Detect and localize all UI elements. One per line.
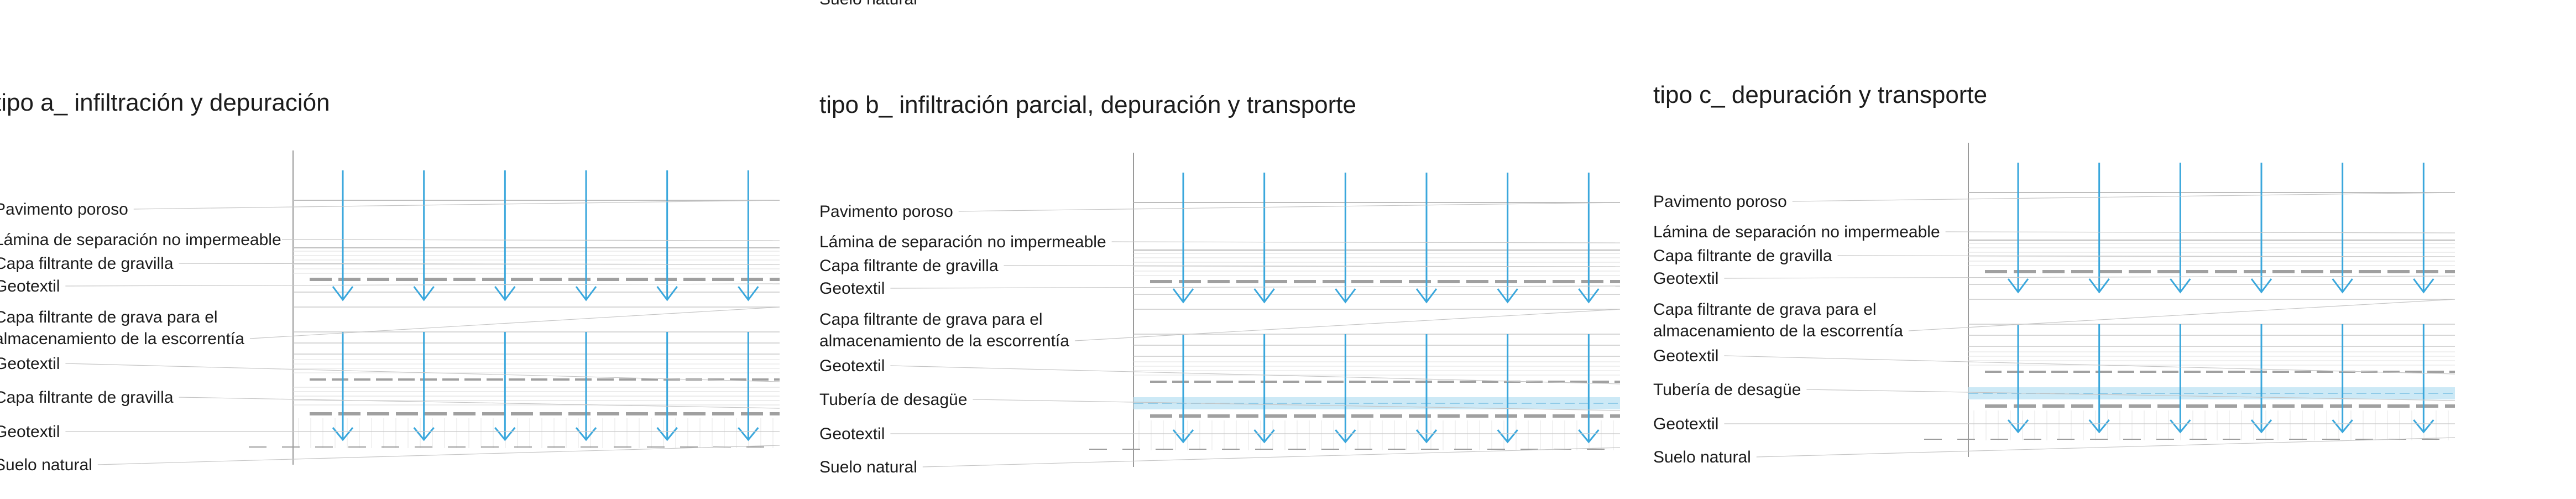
leader-line [1724,355,2455,375]
layer-label: Pavimento poroso [1653,193,1787,211]
layer-label: Geotextil [1653,347,1718,365]
layer-label: Capa filtrante de grava para el [0,308,218,326]
layer-label: Geotextil [1653,415,1718,433]
leader-line [958,202,1621,212]
arrow-head [1335,288,1356,304]
layer-label: Suelo natural [819,458,917,476]
top-caption: Suelo natural [819,0,917,8]
layer-label: Capa filtrante de gravilla [1653,247,1832,265]
arrow-head [2332,278,2353,294]
leader-line [97,445,780,465]
layer-label: Capa filtrante de grava para el [1653,300,1877,319]
leader-line [1111,241,1621,243]
layer-label: Lámina de separación no impermeable [1653,223,1940,241]
layer-label: Lámina de separación no impermeable [819,233,1106,251]
layer-label: Geotextil [0,277,60,295]
leader-line [179,263,780,265]
leader-line [1004,265,1621,267]
arrow-head [1578,288,1600,304]
panel-b: tipo b_ infiltración parcial, depuración… [819,91,1621,476]
leader-line [281,239,780,241]
arrow-head [332,286,354,302]
arrow-head [738,286,759,302]
layer-label: Capa filtrante de grava para el [819,310,1043,329]
arrow-head [2088,278,2110,294]
arrow-head [494,286,516,302]
panel-title: tipo b_ infiltración parcial, depuración… [819,91,1356,118]
leader-line [1837,255,2455,257]
arrow-head [1415,288,1438,304]
layer-label: Pavimento poroso [0,200,128,219]
arrow-head [2250,278,2272,294]
layer-label: Suelo natural [0,456,92,474]
leader-line [1908,299,2455,331]
arrow-head [2007,278,2029,294]
layer-label: almacenamiento de la escorrentía [819,332,1069,350]
layer-label: Geotextil [0,423,60,441]
layer-label: almacenamiento de la escorrentía [1653,322,1903,340]
layer-label: Geotextil [819,357,885,375]
layer-label: Lámina de separación no impermeable [0,231,281,249]
leader-line [1074,309,1621,341]
panel-title: tipo a_ infiltración y depuración [0,89,330,116]
layer-label: Tubería de desagüe [1653,381,1801,399]
leader-line [133,200,780,210]
leader-line [1792,192,2455,202]
layer-label: Capa filtrante de gravilla [819,257,999,275]
arrow-head [656,286,678,302]
leader-line [65,283,780,287]
layer-label: almacenamiento de la escorrentía [0,330,244,348]
leader-line [1724,276,2455,279]
arrow-head [413,286,435,302]
layer-label: Geotextil [819,279,885,298]
layer-label: Geotextil [819,425,885,443]
panels: tipo a_ infiltración y depuraciónPavimen… [0,81,2455,476]
leader-line [1806,389,2455,401]
drain-pipe [1968,387,2455,399]
leader-line [1756,437,2455,458]
layer-label: Capa filtrante de gravilla [0,388,174,407]
panel-title: tipo c_ depuración y transporte [1653,81,1987,108]
arrow-head [1253,288,1275,304]
layer-label: Tubería de desagüe [819,391,967,409]
layer-label: Suelo natural [1653,448,1751,466]
layer-label: Pavimento poroso [819,202,953,221]
leader-line [179,397,780,409]
drain-pipe [1133,397,1620,409]
leader-line [890,285,1621,289]
leader-line [973,399,1621,411]
layer-label: Geotextil [0,355,60,373]
panel-c: tipo c_ depuración y transportePavimento… [1653,81,2455,466]
layer-label: Geotextil [1653,269,1718,288]
leader-line [922,447,1621,467]
leader-line [249,306,780,339]
arrow-head [1497,288,1518,304]
arrow-head [2413,278,2434,294]
arrow-head [2170,278,2191,294]
panel-a: tipo a_ infiltración y depuraciónPavimen… [0,89,780,474]
leader-line [1945,231,2455,233]
arrow-head [1172,288,1194,304]
arrow-head [575,286,597,302]
leader-line [65,363,780,382]
layer-label: Capa filtrante de gravilla [0,254,174,273]
leader-line [890,365,1621,384]
